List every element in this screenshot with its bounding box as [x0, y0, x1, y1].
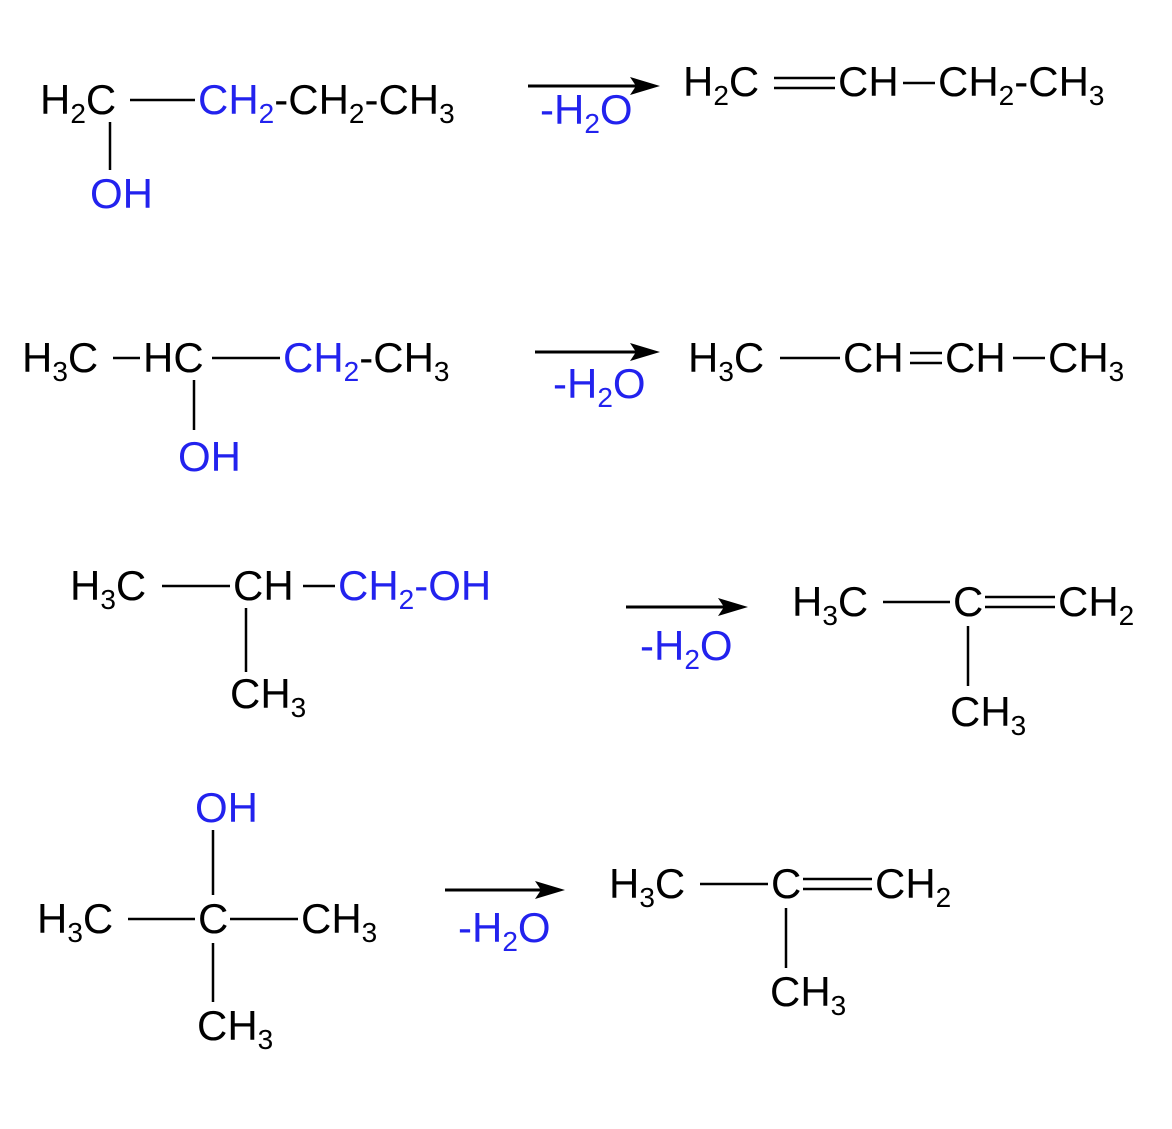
condition-label: -H2O	[540, 86, 633, 139]
reactant-2: H3C HC CH2-CH3 OH	[22, 334, 449, 480]
arrow-head	[535, 881, 565, 899]
reaction-arrow-4: -H2O	[445, 881, 565, 957]
product-4-c2-label: C	[771, 860, 801, 907]
reaction-2: H3C HC CH2-CH3 OH -H2O H3C CH CH CH3	[22, 334, 1124, 480]
condition-label: -H2O	[640, 622, 733, 675]
reactant-3-c1-label: H3C	[70, 562, 146, 615]
product-4-c1-label: H3C	[609, 860, 685, 913]
product-2-c3-label: CH	[945, 334, 1006, 381]
product-2-c1-label: H3C	[688, 334, 764, 387]
reactant-3-chain-label: CH2-OH	[338, 562, 491, 615]
reactant-4-branch-label: CH3	[197, 1002, 273, 1055]
product-2-c4-label: CH3	[1048, 334, 1124, 387]
reactant-4-c1-label: H3C	[37, 895, 113, 948]
product-4-c3-label: CH2	[875, 860, 951, 913]
reaction-4: OH H3C C CH3 CH3 -H2O H3C C CH2 CH3	[37, 784, 951, 1055]
arrow-head	[630, 343, 660, 361]
reactant-3-branch-label: CH3	[230, 670, 306, 723]
reaction-1: H2C CH2-CH2-CH3 OH -H2O H2C CH CH2-CH3	[40, 58, 1104, 217]
reaction-arrow-2: -H2O	[535, 343, 660, 413]
reactant-4-hydroxyl-label: OH	[195, 784, 258, 831]
product-1-c1-label: H2C	[683, 58, 759, 111]
reactant-2-c2-label: HC	[143, 334, 204, 381]
condition-label: -H2O	[553, 360, 646, 413]
product-3: H3C C CH2 CH3	[792, 578, 1134, 741]
arrow-head	[718, 598, 748, 616]
reaction-3: H3C CH CH2-OH CH3 -H2O H3C C CH2 CH3	[70, 562, 1134, 741]
condition-label: -H2O	[458, 904, 551, 957]
product-3-c3-label: CH2	[1058, 578, 1134, 631]
reactant-4-c2-label: C	[198, 895, 228, 942]
reactant-2-c1-label: H3C	[22, 334, 98, 387]
product-3-c2-label: C	[953, 578, 983, 625]
product-2-c2-label: CH	[843, 334, 904, 381]
reactant-1-chain-label: CH2-CH2-CH3	[198, 76, 455, 129]
reactant-1-hydroxyl-label: OH	[90, 170, 153, 217]
product-1-c2-label: CH	[838, 58, 899, 105]
reactant-3-c2-label: CH	[233, 562, 294, 609]
reactant-1-c1-label: H2C	[40, 76, 116, 129]
reactant-3: H3C CH CH2-OH CH3	[70, 562, 491, 723]
reactant-1: H2C CH2-CH2-CH3 OH	[40, 76, 455, 217]
product-3-branch-label: CH3	[950, 688, 1026, 741]
product-1: H2C CH CH2-CH3	[683, 58, 1104, 111]
product-3-c1-label: H3C	[792, 578, 868, 631]
arrow-head	[630, 77, 660, 95]
reactant-2-hydroxyl-label: OH	[178, 433, 241, 480]
product-1-rest-label: CH2-CH3	[938, 58, 1104, 111]
reactant-4: OH H3C C CH3 CH3	[37, 784, 377, 1055]
product-2: H3C CH CH CH3	[688, 334, 1124, 387]
reaction-arrow-3: -H2O	[626, 598, 748, 675]
reactant-4-c3-label: CH3	[301, 895, 377, 948]
reactant-2-chain-label: CH2-CH3	[283, 334, 449, 387]
reaction-arrow-1: -H2O	[528, 77, 660, 139]
product-4: H3C C CH2 CH3	[609, 860, 951, 1021]
product-4-branch-label: CH3	[770, 968, 846, 1021]
